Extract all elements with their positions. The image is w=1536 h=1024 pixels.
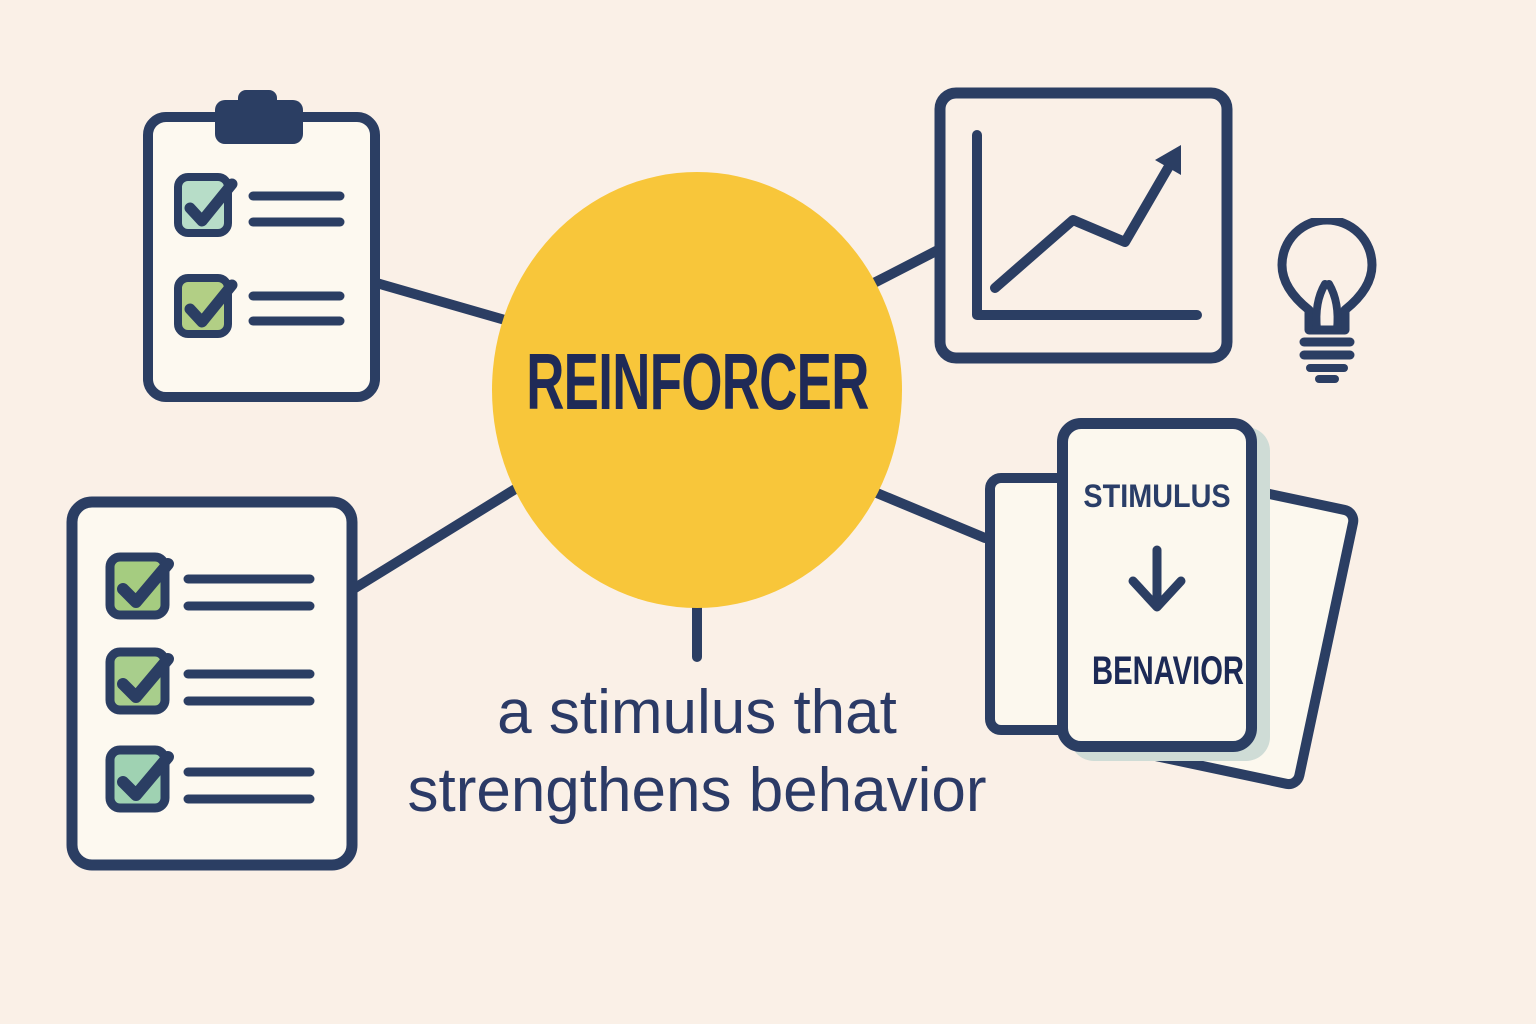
- arrow-up-icon: [1155, 145, 1181, 175]
- checkbox-green: [174, 274, 232, 338]
- clipboard-clip: [215, 100, 303, 144]
- checkmark-icon: [184, 279, 238, 328]
- checkbox-green: [105, 647, 170, 715]
- connector-chart: [863, 244, 945, 291]
- center-node: REINFORCER: [492, 172, 902, 608]
- stimulus-behavior-card: STIMULUS BENAVIOR: [1057, 418, 1257, 752]
- caption-line-1: a stimulus that: [497, 678, 897, 747]
- bulb-filament: [1325, 280, 1342, 334]
- connector-document: [350, 483, 522, 593]
- clipboard-checklist-icon: [143, 90, 380, 402]
- center-label: REINFORCER: [525, 337, 869, 426]
- connector-clipboard: [368, 277, 510, 325]
- trend-line: [990, 163, 1173, 293]
- checkbox-teal: [105, 745, 170, 813]
- checkmark-icon: [117, 653, 174, 703]
- checkmark-icon: [117, 558, 174, 608]
- checkbox-green: [105, 552, 170, 620]
- checkmark-icon: [117, 751, 174, 801]
- lightbulb-icon: [1277, 218, 1377, 383]
- bulb-outline: [1277, 218, 1377, 335]
- checkmark-icon: [184, 178, 238, 227]
- chart-axes: [972, 130, 1202, 320]
- arrow-down-icon: [1122, 545, 1192, 632]
- stimulus-label: STIMULUS: [1083, 478, 1231, 514]
- growth-chart-icon: [934, 87, 1233, 364]
- connector-cards: [867, 486, 990, 543]
- caption: a stimulus that strengthens behavior: [407, 674, 986, 830]
- checklist-document-icon: [66, 496, 358, 871]
- checkbox-mint: [174, 173, 232, 237]
- bulb-filament: [1312, 280, 1329, 334]
- clipboard-body: [143, 112, 380, 402]
- behavior-label: BENAVIOR: [1092, 649, 1244, 693]
- caption-line-2: strengthens behavior: [407, 756, 987, 825]
